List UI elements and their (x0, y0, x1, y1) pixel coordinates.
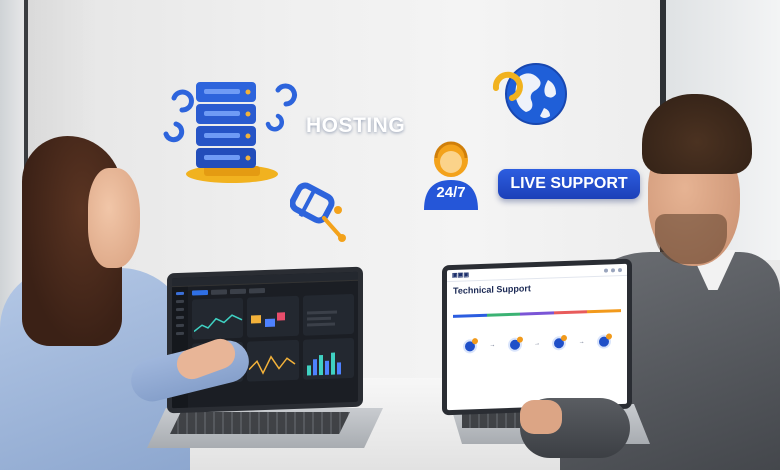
arrow-right-icon: → (533, 340, 540, 348)
woman-face (88, 168, 140, 268)
dashboard-tab[interactable] (249, 288, 265, 294)
timeline-segment (587, 309, 621, 314)
support-step[interactable] (457, 339, 483, 354)
support-hours-label: 24/7 (436, 184, 466, 201)
globe-icon (492, 63, 567, 125)
arrow-right-icon: → (578, 339, 585, 346)
timeline-segment (486, 312, 521, 317)
support-step[interactable] (502, 337, 528, 353)
timeline-segment (520, 311, 554, 316)
man-hand (520, 400, 562, 434)
support-step[interactable] (591, 334, 617, 349)
dashboard-tab[interactable] (192, 289, 208, 296)
dashboard-card (247, 339, 299, 382)
support-step[interactable] (546, 335, 572, 351)
dashboard-card (302, 293, 354, 336)
tools-icon (552, 335, 567, 351)
man-beard (655, 214, 727, 264)
dashboard-card (302, 337, 354, 380)
support-steps: → → → (457, 334, 617, 354)
left-laptop-screen (167, 266, 363, 414)
ticket-icon (463, 339, 477, 354)
server-rack-icon (163, 82, 297, 183)
left-laptop-keyboard (170, 412, 350, 434)
support-timeline (453, 298, 621, 330)
arrow-right-icon: → (489, 342, 496, 349)
dashboard-tab[interactable] (211, 289, 227, 295)
right-laptop-screen: ▣▣▣ Technical Support → → → (442, 258, 632, 416)
support-header-icons (604, 267, 622, 273)
link-icon (507, 337, 522, 353)
live-support-badge: LIVE SUPPORT (498, 169, 640, 199)
connector-icon (290, 182, 346, 242)
hosting-label: HOSTING (306, 114, 406, 137)
support-brand-logo: ▣▣▣ (452, 272, 470, 279)
dashboard-card (192, 297, 244, 340)
header-icon[interactable] (611, 267, 615, 272)
support-agent-icon (424, 141, 478, 210)
header-icon[interactable] (618, 267, 622, 272)
dashboard-card (247, 295, 299, 338)
timeline-segment (553, 310, 588, 315)
document-icon (596, 334, 611, 349)
dashboard-tab[interactable] (230, 288, 246, 295)
timeline-segment (453, 313, 487, 318)
header-icon[interactable] (604, 268, 608, 273)
man-hair (642, 94, 752, 174)
